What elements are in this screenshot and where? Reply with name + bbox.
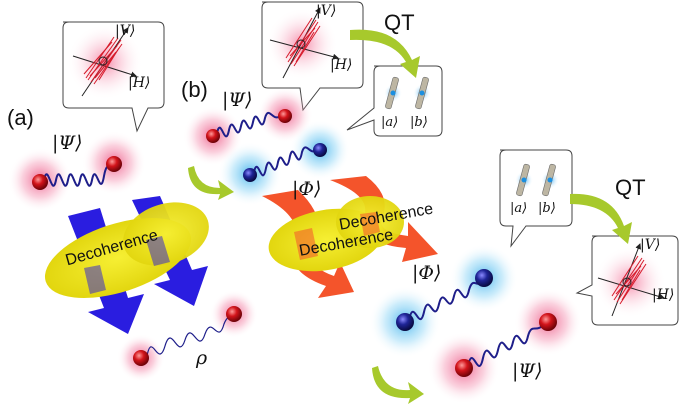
mode-b-label-c: |b⟩	[538, 201, 556, 216]
qt-label-top: QT	[384, 10, 415, 35]
mode-a-label-b: |a⟩	[381, 115, 399, 130]
psi-label-b-top: |Ψ⟩	[222, 89, 253, 111]
decoherence-arrow-b2	[330, 176, 438, 262]
transition-arrow-b2	[372, 366, 424, 404]
decoherence-ellipse-a2	[123, 202, 209, 266]
polarization-bubble-c	[575, 235, 679, 326]
axis-h-label-c: |H⟩	[652, 287, 675, 303]
phi-label-b-top: |Φ⟩	[292, 178, 322, 200]
phi-pair-b-bottom	[369, 244, 518, 358]
transition-arrow-b1	[188, 166, 234, 200]
axis-h-label-b: |H⟩	[330, 57, 353, 73]
mode-b-label-b: |b⟩	[410, 115, 428, 130]
qt-label-right: QT	[615, 175, 646, 200]
axis-v-label-b: |V⟩	[316, 3, 337, 19]
mode-bubble-b	[346, 65, 443, 137]
mode-a-label-c: |a⟩	[510, 201, 528, 216]
axis-h-label-a: |H⟩	[128, 75, 151, 91]
psi-label-b-bottom: |Ψ⟩	[512, 360, 543, 382]
phi-label-b-bottom: |Φ⟩	[412, 262, 442, 284]
psi-pair-a	[8, 131, 146, 212]
qt-arrow-right	[570, 193, 632, 244]
psi-pair-b-bottom	[428, 288, 582, 404]
mode-bubble-c	[499, 149, 573, 248]
phi-pair-b-top	[218, 120, 350, 206]
axis-v-label-a: |V⟩	[115, 23, 136, 39]
psi-label-a: |Ψ⟩	[52, 132, 83, 154]
panel-label-b: (b)	[181, 77, 208, 102]
rho-label: ρ	[196, 347, 208, 369]
rho-pair	[117, 290, 258, 382]
polarization-bubble-a	[62, 21, 165, 133]
axis-v-label-c: |V⟩	[640, 237, 661, 253]
polarization-bubble-b	[261, 1, 364, 112]
panel-label-a: (a)	[7, 105, 34, 130]
qt-arrow-top	[350, 29, 420, 78]
